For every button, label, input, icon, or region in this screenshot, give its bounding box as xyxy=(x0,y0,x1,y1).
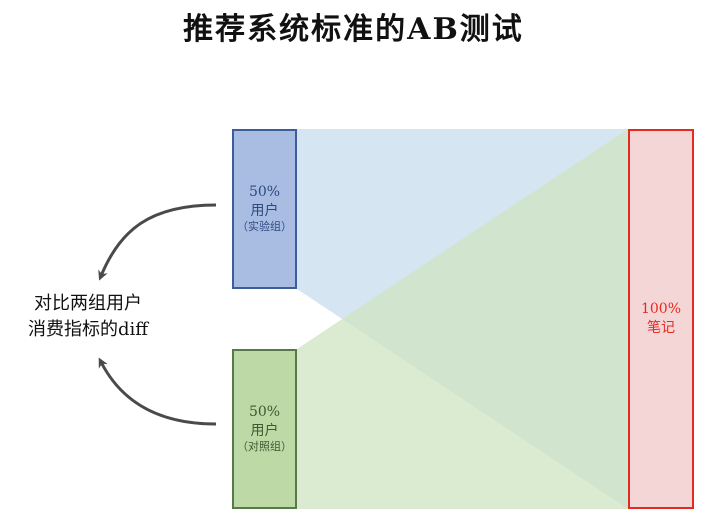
notes-box: 100% 笔记 xyxy=(628,129,694,509)
control-group-box: 50% 用户 （对照组） xyxy=(232,349,297,509)
experiment-label: 用户 xyxy=(250,202,279,219)
notes-label: 笔记 xyxy=(647,320,675,336)
control-percent: 50% xyxy=(248,403,281,420)
experiment-group-box: 50% 用户 （实验组） xyxy=(232,129,297,289)
comparison-text: 对比两组用户 消费指标的diff xyxy=(8,291,168,343)
control-label: 用户 xyxy=(250,422,279,439)
arrow-from-control xyxy=(98,357,217,426)
control-group-name: （对照组） xyxy=(237,440,292,454)
notes-percent: 100% xyxy=(640,301,682,318)
diagram-title: 推荐系统标准的AB测试 xyxy=(183,12,524,47)
experiment-group-name: （实验组） xyxy=(237,220,292,234)
experiment-percent: 50% xyxy=(248,183,281,200)
comparison-line-1: 对比两组用户 xyxy=(34,293,142,314)
flow-control-to-notes xyxy=(297,129,628,509)
comparison-line-2: 消费指标的diff xyxy=(27,319,149,341)
arrow-from-experiment xyxy=(98,203,217,281)
